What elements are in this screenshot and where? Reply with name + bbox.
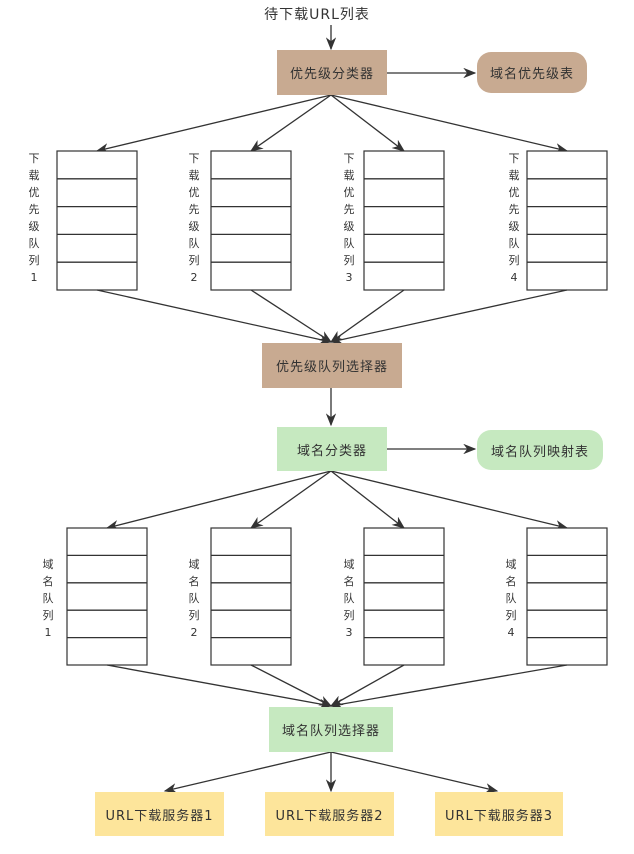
connector-arrow — [106, 664, 333, 710]
connector-arrow — [330, 470, 569, 531]
connector-arrow — [163, 751, 332, 794]
priority-classifier: 优先级分类器 — [277, 50, 387, 95]
connector-arrow — [330, 94, 406, 152]
connector-arrow — [330, 470, 406, 529]
domain-queue-label: 域名队列1 — [42, 558, 54, 639]
connector-arrow — [96, 289, 333, 345]
domain-queue-selector: 域名队列选择器 — [269, 707, 393, 752]
domain-queue — [363, 527, 445, 666]
priority-queue — [56, 150, 138, 291]
priority-queue-label: 下载优先级队列1 — [28, 152, 40, 284]
domain-queue-label: 域名队列3 — [343, 558, 355, 639]
domain-queue — [66, 527, 148, 666]
connector-arrow — [105, 470, 332, 531]
connector-arrow — [329, 289, 405, 343]
domain-queue-label: 域名队列4 — [505, 558, 517, 639]
connector-arrow — [330, 751, 499, 794]
priority-queue-label: 下载优先级队列2 — [188, 152, 200, 284]
connector-arrow — [329, 664, 568, 710]
connector-arrow — [329, 289, 568, 345]
priority-queue — [363, 150, 445, 291]
domain-queue — [526, 527, 608, 666]
domain-queue-map: 域名队列映射表 — [477, 430, 603, 470]
domain-queue — [210, 527, 292, 666]
connector-arrow — [250, 289, 333, 343]
connector-arrow — [249, 470, 332, 529]
domain-queue-label: 域名队列2 — [188, 558, 200, 639]
connector-arrow — [330, 94, 569, 154]
download-server-2: URL下载服务器2 — [265, 792, 394, 836]
domain-classifier: 域名分类器 — [277, 427, 387, 471]
connector-arrow — [249, 94, 332, 152]
priority-queue — [526, 150, 608, 291]
priority-queue-label: 下载优先级队列3 — [343, 152, 355, 284]
download-server-1: URL下载服务器1 — [95, 792, 224, 836]
priority-queue-selector: 优先级队列选择器 — [262, 343, 402, 388]
priority-queue-label: 下载优先级队列4 — [508, 152, 520, 284]
download-server-3: URL下载服务器3 — [435, 792, 563, 836]
domain-priority-table: 域名优先级表 — [477, 52, 587, 93]
connector-arrow — [250, 664, 333, 707]
input-url-list-label: 待下载URL列表 — [264, 7, 370, 23]
connector-arrow — [95, 94, 332, 154]
priority-queue — [210, 150, 292, 291]
